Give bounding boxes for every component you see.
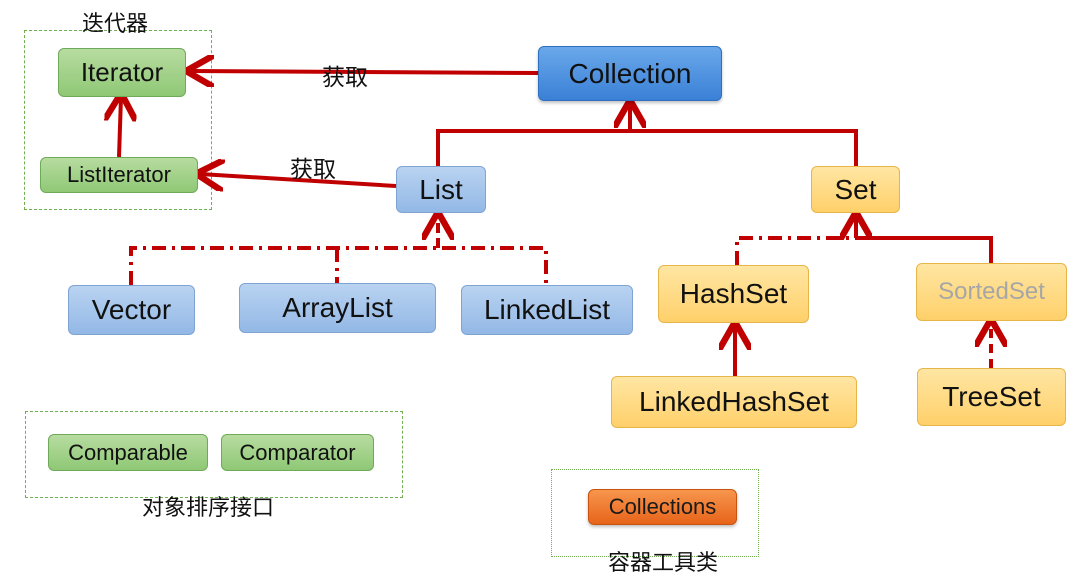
hash-set-node[interactable]: HashSet bbox=[658, 265, 809, 323]
edge-label-get-listiterator: 获取 bbox=[290, 157, 336, 183]
collection-node[interactable]: Collection bbox=[538, 46, 722, 101]
set-node[interactable]: Set bbox=[811, 166, 900, 213]
collections-node[interactable]: Collections bbox=[588, 489, 737, 525]
comparator-node[interactable]: Comparator bbox=[221, 434, 374, 471]
tree-set-node[interactable]: TreeSet bbox=[917, 368, 1066, 426]
vector-node[interactable]: Vector bbox=[68, 285, 195, 335]
sort-group-caption: 对象排序接口 bbox=[142, 496, 275, 521]
edge-list-set-collection bbox=[436, 129, 858, 166]
comparable-node[interactable]: Comparable bbox=[48, 434, 208, 471]
array-list-node[interactable]: ArrayList bbox=[239, 283, 436, 333]
edge-collection-iterator bbox=[190, 71, 539, 73]
list-node[interactable]: List bbox=[396, 166, 486, 213]
edge-hashset-set bbox=[735, 236, 856, 265]
edge-label-get-iterator: 获取 bbox=[322, 65, 368, 91]
iterator-node[interactable]: Iterator bbox=[58, 48, 186, 97]
edge-list-listiterator bbox=[200, 174, 397, 186]
edge-sortedset-set bbox=[856, 236, 993, 263]
list-iterator-node[interactable]: ListIterator bbox=[40, 157, 198, 193]
tool-group-caption: 容器工具类 bbox=[608, 551, 719, 576]
iterator-group-caption: 迭代器 bbox=[82, 12, 149, 37]
sorted-set-node[interactable]: SortedSet bbox=[916, 263, 1067, 321]
edge-listiterator-iterator bbox=[119, 97, 121, 158]
linked-hash-set-node[interactable]: LinkedHashSet bbox=[611, 376, 857, 428]
tool-group-frame bbox=[551, 469, 759, 557]
linked-list-node[interactable]: LinkedList bbox=[461, 285, 633, 335]
iterator-group-frame bbox=[24, 30, 212, 210]
sort-group-frame bbox=[25, 411, 403, 498]
